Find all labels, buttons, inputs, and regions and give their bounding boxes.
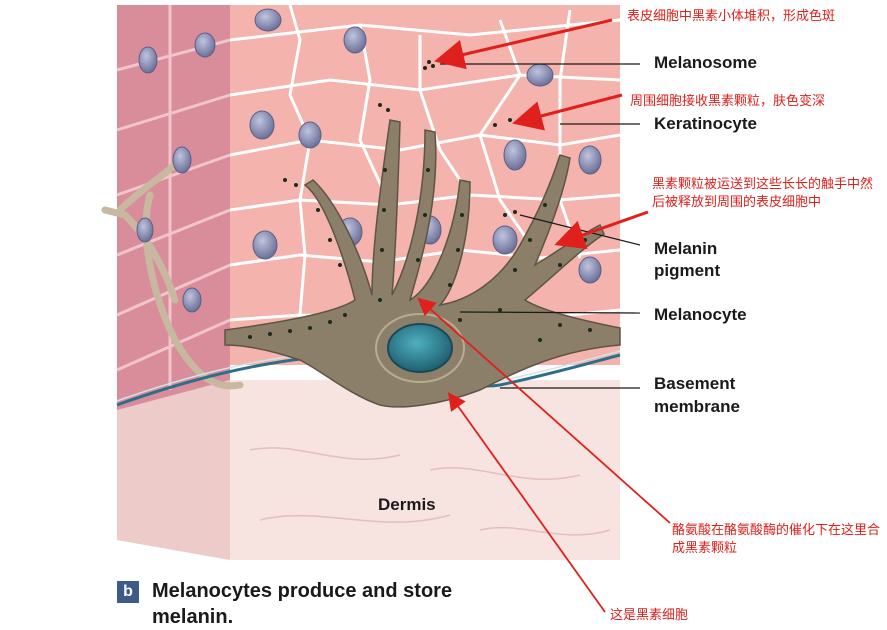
label-melanosome: Melanosome bbox=[654, 53, 757, 72]
annotation-arrows bbox=[434, 18, 649, 250]
caption-badge: b bbox=[117, 581, 139, 603]
label-dermis: Dermis bbox=[378, 495, 436, 514]
annotation-dendrite-transport: 黑素颗粒被运送到这些长长的触手中然后被释放到周围的表皮细胞中 bbox=[652, 177, 874, 210]
label-melanin-pigment-1: Melanin bbox=[654, 239, 718, 258]
dermis-region bbox=[117, 380, 620, 560]
label-basement-1: Basement bbox=[654, 374, 736, 393]
annotation-thin-lines bbox=[417, 297, 671, 613]
melanosome-dots bbox=[283, 60, 517, 217]
figure-caption: Melanocytes produce and store melanin. bbox=[152, 580, 453, 628]
label-melanocyte: Melanocyte bbox=[654, 305, 747, 324]
melanocyte-nucleus bbox=[387, 323, 453, 373]
annotation-tyrosinase: 酪氨酸在酪氨酸酶的催化下在这里合成黑素颗粒 bbox=[672, 523, 881, 556]
annotation-melanocyte: 这是黑素细胞 bbox=[610, 608, 689, 623]
annotation-skin-darken: 周围细胞接收黑素颗粒，肤色变深 bbox=[630, 94, 826, 109]
label-basement-2: membrane bbox=[654, 397, 740, 416]
annotation-pigment-spot: 表皮细胞中黑素小体堆积，形成色斑 bbox=[627, 9, 836, 24]
epidermis-side bbox=[101, 5, 244, 410]
label-melanin-pigment-2: pigment bbox=[654, 261, 721, 280]
label-keratinocyte: Keratinocyte bbox=[654, 114, 757, 133]
